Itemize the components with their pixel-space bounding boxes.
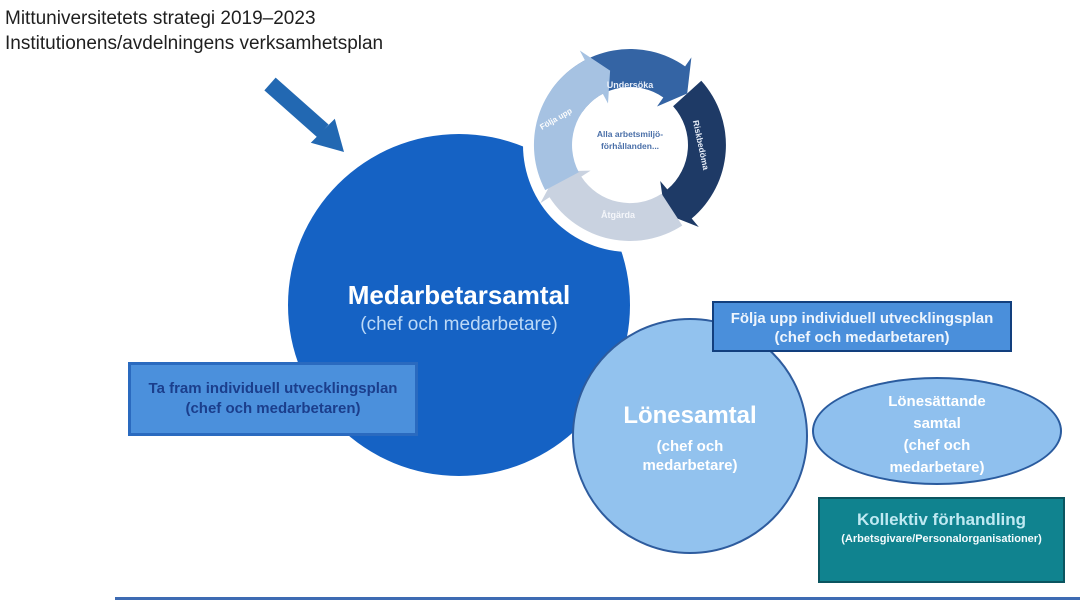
folja-upp-line1: Följa upp individuell utvecklingsplan: [730, 310, 994, 327]
kollektiv-forhandling-box: Kollektiv förhandling (Arbetsgivare/Pers…: [818, 497, 1065, 583]
cycle-arrow-foljaupp: [533, 50, 611, 191]
bottom-divider-line: [115, 597, 1080, 600]
lonesamtal-subtitle-1: (chef och: [656, 438, 724, 455]
down-right-arrow-icon: [252, 76, 362, 171]
work-environment-cycle: Undersöka Riskbedöma Åtgärda Följa upp A…: [515, 30, 745, 260]
medarbetarsamtal-title: Medarbetarsamtal: [347, 280, 571, 310]
lonesamtal-title: Lönesamtal: [623, 402, 757, 429]
folja-upp-utvecklingsplan-box: Följa upp individuell utvecklingsplan (c…: [712, 301, 1012, 352]
lonesattande-line3: (chef och: [903, 437, 971, 454]
strategy-header: Mittuniversitetets strategi 2019–2023 In…: [5, 6, 383, 56]
lonesattande-line2: samtal: [913, 415, 961, 432]
verksamhetsplan-line: Institutionens/avdelningens verksamhetsp…: [5, 33, 384, 54]
cycle-step-atgarda: Åtgärda: [600, 210, 635, 220]
ta-fram-line1: Ta fram individuell utvecklingsplan: [148, 380, 398, 397]
lonesamtal-circle: Lönesamtal (chef och medarbetare): [572, 318, 808, 554]
lonesattande-line1: Lönesättande: [888, 393, 986, 410]
kollektiv-line1: Kollektiv förhandling: [856, 510, 1027, 529]
kollektiv-line2: (Arbetsgivare/Personalorganisationer): [841, 533, 1042, 545]
lonesattande-line4: medarbetare): [889, 459, 985, 476]
cycle-center-text: Alla arbetsmiljö- förhållanden...: [596, 129, 664, 151]
folja-upp-line2: (chef och medarbetaren): [774, 329, 950, 346]
cycle-arrow-atgarda: [540, 170, 683, 241]
ta-fram-utvecklingsplan-box: Ta fram individuell utvecklingsplan (che…: [128, 362, 418, 436]
medarbetarsamtal-subtitle: (chef och medarbetare): [360, 314, 558, 335]
cycle-arrow-riskbedoma: [660, 80, 726, 227]
strategy-line: Mittuniversitetets strategi 2019–2023: [5, 8, 316, 29]
cycle-step-undersoka: Undersöka: [606, 80, 654, 90]
lonesattande-samtal-ellipse: Lönesättande samtal (chef och medarbetar…: [812, 377, 1062, 485]
lonesamtal-subtitle-2: medarbetare): [642, 457, 738, 474]
ta-fram-line2: (chef och medarbetaren): [185, 400, 361, 417]
